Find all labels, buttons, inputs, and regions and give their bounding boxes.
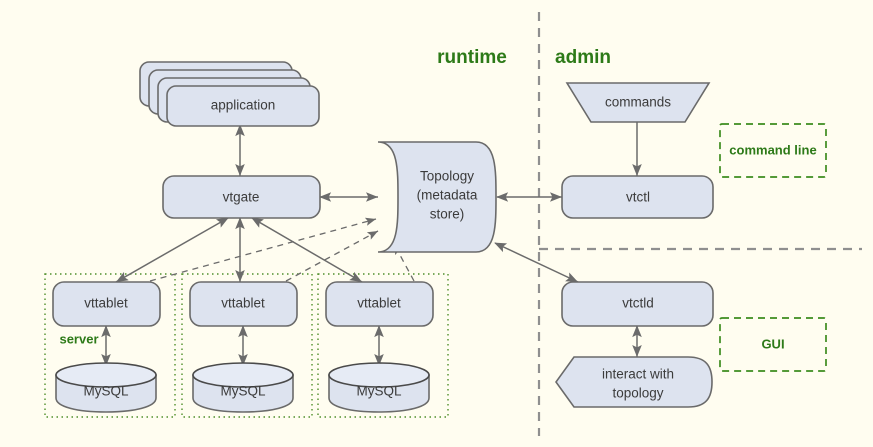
mysql-node-3[interactable]: MySQL bbox=[328, 362, 430, 413]
mysql-node-1[interactable]: MySQL bbox=[55, 362, 157, 413]
application-label: application bbox=[211, 98, 276, 113]
vttablet-label-1: vttablet bbox=[84, 296, 128, 311]
commands-node[interactable]: commands bbox=[565, 82, 711, 123]
vtctl-label: vtctl bbox=[626, 190, 650, 205]
gui-label: GUI bbox=[761, 336, 784, 351]
command-line-label: command line bbox=[729, 142, 816, 157]
connector-topology-vtctld bbox=[494, 242, 579, 283]
mysql-label-2: MySQL bbox=[220, 384, 266, 399]
vttablet-node-2[interactable]: vttablet bbox=[189, 281, 298, 327]
vtgate-node[interactable]: vtgate bbox=[162, 175, 321, 219]
topology-node[interactable]: Topology (metadata store) bbox=[377, 141, 497, 253]
server-group-box-2 bbox=[181, 273, 313, 418]
vtctl-box bbox=[561, 175, 714, 219]
vtctld-node[interactable]: vtctld bbox=[561, 281, 714, 327]
vttablet-box-3 bbox=[325, 281, 434, 327]
interact-with-topology-node[interactable]: interact with topology bbox=[555, 356, 713, 408]
header-runtime: runtime bbox=[437, 47, 507, 68]
vttablet-box-1 bbox=[52, 281, 161, 327]
server-group-box-3 bbox=[317, 273, 449, 418]
interact-label-line-2: topology bbox=[612, 386, 663, 401]
vtgate-box bbox=[162, 175, 321, 219]
mysql-label-1: MySQL bbox=[83, 384, 129, 399]
server-group-3: vttablet MySQL bbox=[325, 281, 434, 413]
connector-vtgate-vttablet-1 bbox=[115, 217, 229, 283]
mysql-cylinder-top-2 bbox=[192, 362, 294, 388]
interact-with-topology-shape bbox=[555, 356, 713, 408]
mysql-label-3: MySQL bbox=[356, 384, 402, 399]
topology-cylinder-body bbox=[377, 141, 497, 253]
topology-label-line-1: Topology bbox=[420, 169, 474, 184]
server-group-2: vttablet MySQL bbox=[189, 281, 298, 413]
server-group-box-1 bbox=[44, 273, 176, 418]
connector-vtgate-vttablet-3 bbox=[251, 217, 363, 283]
gui-annotation-box bbox=[719, 317, 827, 372]
interact-label-line-1: interact with bbox=[602, 367, 674, 382]
mysql-cylinder-top-1 bbox=[55, 362, 157, 388]
commands-trapezoid bbox=[565, 82, 711, 123]
application-node[interactable]: application bbox=[139, 61, 320, 127]
topology-label-line-2: (metadata bbox=[417, 188, 478, 203]
server-group-1: vttablet server MySQL bbox=[52, 281, 161, 413]
vttablet-label-3: vttablet bbox=[357, 296, 401, 311]
application-stack-layer-1 bbox=[166, 85, 320, 127]
vtctl-node[interactable]: vtctl bbox=[561, 175, 714, 219]
vtctld-label: vtctld bbox=[622, 296, 654, 311]
command-line-annotation-box bbox=[719, 123, 827, 178]
vttablet-box-2 bbox=[189, 281, 298, 327]
vttablet-label-2: vttablet bbox=[221, 296, 265, 311]
connector-vttablet1-topology-dashed bbox=[149, 217, 377, 282]
server-label: server bbox=[59, 331, 98, 346]
mysql-cylinder-top-3 bbox=[328, 362, 430, 388]
topology-label-line-3: store) bbox=[430, 207, 465, 222]
vttablet-node-1[interactable]: vttablet bbox=[52, 281, 161, 327]
vtctld-box bbox=[561, 281, 714, 327]
header-admin: admin bbox=[555, 47, 611, 68]
commands-label: commands bbox=[605, 95, 671, 110]
mysql-node-2[interactable]: MySQL bbox=[192, 362, 294, 413]
vttablet-node-3[interactable]: vttablet bbox=[325, 281, 434, 327]
vtgate-label: vtgate bbox=[223, 190, 260, 205]
